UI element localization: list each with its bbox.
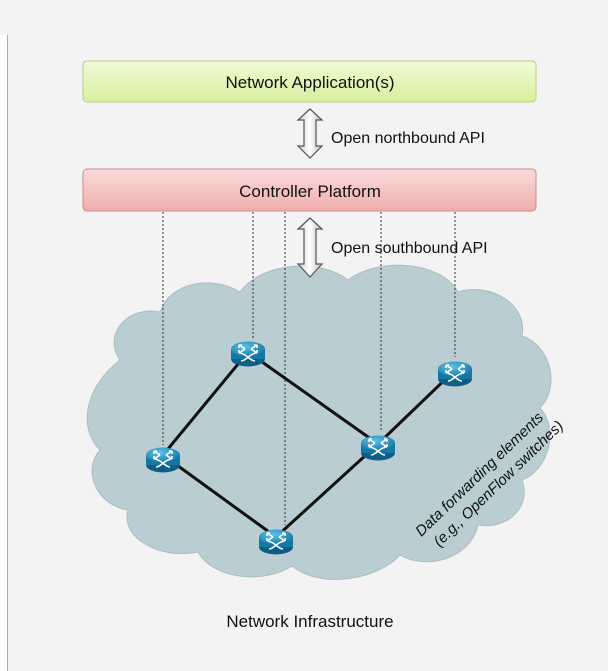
- switch-icon: [258, 528, 294, 556]
- southbound-api-label: Open southbound API: [331, 240, 488, 257]
- data-plane-links: [161, 350, 457, 539]
- northbound-arrow: [296, 108, 324, 159]
- southbound-arrow: [296, 217, 324, 278]
- control-channel-lines: [162, 212, 456, 525]
- switch-icon: [360, 434, 396, 462]
- switch-icon: [437, 360, 473, 388]
- network-application-label: Network Application(s): [225, 73, 394, 92]
- switch-icon: [145, 446, 181, 474]
- controller-platform-label: Controller Platform: [239, 182, 381, 201]
- link-1-3: [161, 453, 278, 539]
- switch-icon: [230, 340, 266, 368]
- controller-platform-box: Controller Platform: [82, 168, 537, 212]
- link-3-4: [274, 442, 380, 539]
- northbound-api-label: Open northbound API: [331, 130, 485, 147]
- network-infrastructure-label: Network Infrastructure: [226, 612, 393, 631]
- network-application-box: Network Application(s): [82, 60, 537, 103]
- link-1-2: [161, 350, 250, 457]
- network-infrastructure-cloud: [86, 264, 552, 580]
- left-border: [0, 35, 8, 671]
- link-2-4: [246, 350, 380, 446]
